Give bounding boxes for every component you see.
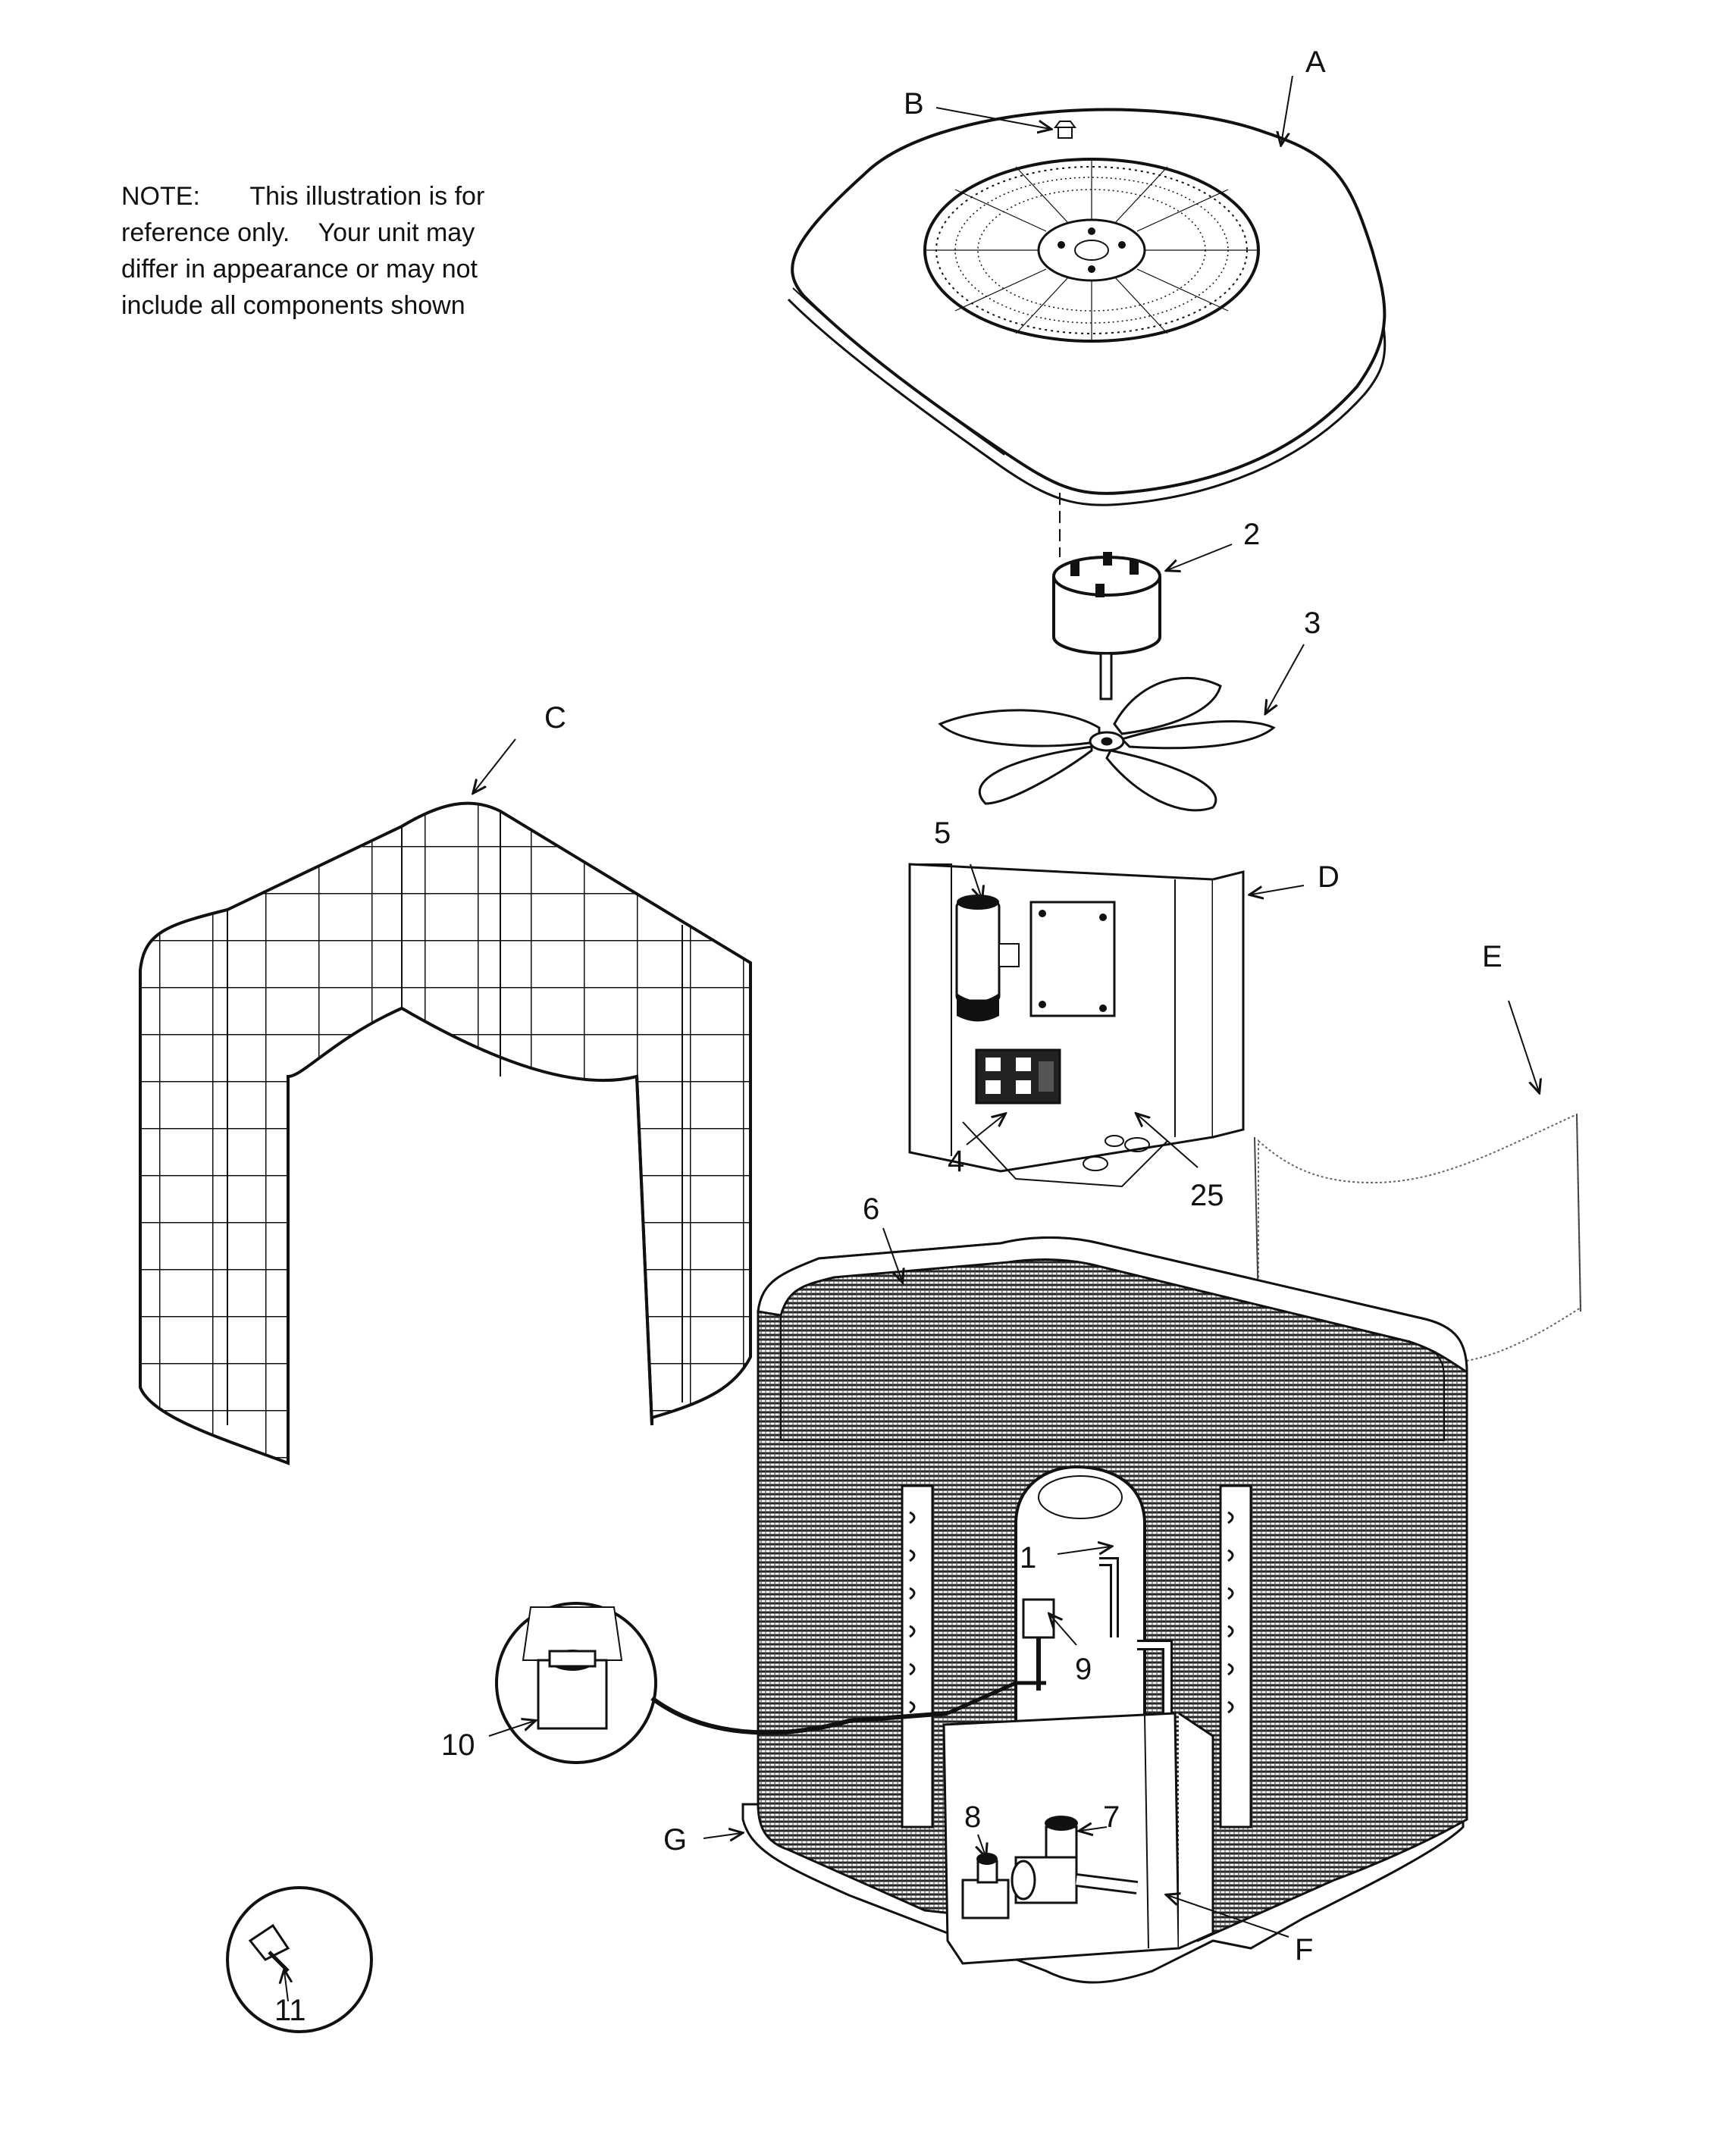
callout-2: 2	[1243, 518, 1260, 551]
cover-screw	[1054, 121, 1076, 139]
top-cover-rim	[787, 298, 1387, 506]
filter-drier-detail	[226, 1886, 373, 2033]
run-capacitor	[955, 895, 1020, 1022]
callout-7: 7	[1103, 1800, 1120, 1834]
coil-guard-grille	[139, 801, 752, 1465]
callout-1: 1	[1020, 1541, 1036, 1575]
note-line-2: reference only. Your unit may	[121, 218, 475, 247]
callout-11: 11	[274, 1994, 306, 2027]
suction-service-valve	[1011, 1816, 1139, 1904]
leader-c	[474, 738, 516, 792]
coil-hairpins-left	[909, 1511, 916, 1714]
leader-f	[1167, 1895, 1289, 1938]
callout-25: 25	[1190, 1179, 1224, 1212]
leader-5	[970, 863, 982, 898]
callout-9: 9	[1075, 1653, 1092, 1686]
callout-a: A	[1305, 45, 1326, 79]
coil-hairpins-right	[1227, 1511, 1234, 1714]
leader-2	[1167, 544, 1233, 570]
compressor	[1014, 1465, 1173, 1745]
defrost-control-board	[1029, 901, 1116, 1017]
callout-5: 5	[934, 816, 951, 850]
leader-1	[1057, 1546, 1111, 1554]
note-line-1: NOTE: This illustration is for	[121, 182, 485, 211]
leader-6	[882, 1227, 902, 1281]
note-line-4: include all components shown	[121, 291, 465, 320]
service-panel	[942, 1712, 1214, 1965]
leader-a	[1281, 75, 1293, 144]
note-line-3: differ in appearance or may not	[121, 255, 478, 284]
contactor	[975, 1048, 1061, 1105]
leader-9	[1050, 1615, 1077, 1646]
callout-3: 3	[1304, 606, 1321, 640]
leader-g	[703, 1833, 741, 1838]
callout-g: G	[663, 1823, 687, 1857]
leader-25	[1137, 1114, 1199, 1168]
leader-d	[1251, 885, 1305, 895]
callout-4: 4	[948, 1145, 964, 1178]
top-cover-rim-inner	[792, 287, 1005, 456]
callout-b: B	[904, 87, 924, 121]
callout-f: F	[1295, 1933, 1313, 1966]
callout-d: D	[1318, 860, 1340, 894]
leader-7	[1080, 1827, 1108, 1831]
fan-blade	[938, 676, 1276, 812]
callout-10: 10	[441, 1728, 475, 1762]
fan-guard-spokes	[925, 159, 1258, 341]
reference-note: NOTE: This illustration is for reference…	[121, 178, 546, 324]
leader-b	[935, 107, 1050, 129]
leader-e	[1508, 1000, 1539, 1092]
callout-labels: A B 2 3 C 5 D E 25 4 6 1 9 10 G 8 7 F 11	[274, 45, 1502, 2027]
callout-c: C	[544, 701, 566, 735]
leader-lines	[284, 75, 1539, 2002]
leader-11	[284, 1971, 288, 2002]
leader-10	[488, 1721, 534, 1737]
callout-8: 8	[964, 1800, 981, 1834]
fan-motor	[1052, 552, 1161, 700]
leader-4	[966, 1114, 1004, 1145]
callout-6: 6	[863, 1192, 879, 1226]
callout-e: E	[1482, 940, 1502, 973]
leader-3	[1266, 644, 1305, 713]
top-cover-assembly	[787, 108, 1387, 506]
leader-8	[978, 1834, 985, 1856]
